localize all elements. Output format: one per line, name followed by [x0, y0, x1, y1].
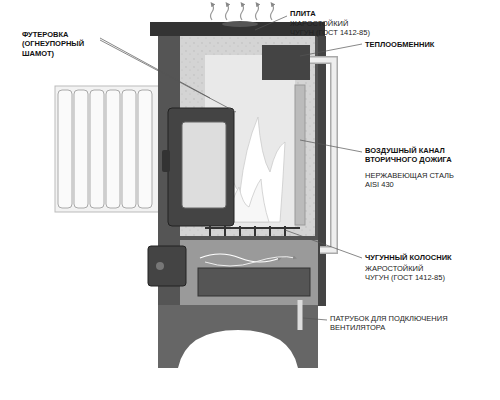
ash-pan — [156, 262, 164, 270]
leader-line — [285, 230, 362, 258]
grate — [284, 226, 286, 236]
ash-pan — [205, 257, 295, 266]
radiator — [122, 90, 136, 208]
callout-label: ЖАРОСТОЙКИЙ ЧУГУН (ГОСТ 1412-85) — [365, 264, 447, 283]
radiator — [138, 90, 152, 208]
grate — [209, 226, 211, 236]
radiator — [55, 86, 165, 212]
radiator — [106, 90, 120, 208]
base-legs — [158, 305, 318, 368]
leader-line — [300, 44, 362, 56]
grate — [224, 226, 226, 236]
base-legs — [158, 300, 318, 368]
heat-waves — [271, 4, 274, 20]
radiator — [58, 90, 72, 208]
stove-body — [295, 85, 305, 225]
fire-door — [168, 108, 234, 226]
stove-body — [222, 21, 258, 27]
grate — [254, 226, 256, 236]
ash-pan — [148, 240, 318, 305]
fire-door — [182, 122, 226, 208]
fire-door — [162, 108, 234, 226]
stove-body — [318, 36, 326, 306]
heat-waves — [256, 4, 259, 20]
heat-waves — [211, 4, 274, 20]
heat-exchanger — [310, 60, 334, 250]
leader-line — [100, 16, 362, 320]
leader-line — [100, 40, 236, 112]
heat-waves — [241, 4, 244, 20]
heat-exchanger — [310, 60, 334, 250]
callout-label: ФУТЕРОВКА (ОГНЕУПОРНЫЙ ШАМОТ) — [22, 30, 100, 58]
heat-exchanger — [262, 45, 334, 250]
stove-body — [180, 36, 315, 236]
callout-label: ТЕПЛООБМЕННИК — [365, 40, 455, 49]
callout-label: ЧУГУННЫЙ КОЛОСНИК — [365, 253, 465, 262]
callout-label: ВОЗДУШНЫЙ КАНАЛ ВТОРИЧНОГО ДОЖИГА — [365, 146, 475, 165]
fire-door — [162, 150, 170, 172]
callout-label: НЕРЖАВЕЮЩАЯ СТАЛЬ AISI 430 — [365, 171, 460, 190]
ash-pan — [148, 246, 186, 286]
leader-line — [303, 318, 327, 320]
radiator — [55, 86, 165, 212]
leader-line — [100, 38, 210, 98]
radiator — [74, 90, 88, 208]
ash-pan — [198, 268, 310, 296]
ash-pan — [180, 240, 318, 305]
heat-waves — [211, 4, 214, 20]
leader-line — [300, 140, 362, 152]
grate — [239, 226, 241, 236]
callout-label: ПАТРУБОК ДЛЯ ПОДКЛЮЧЕНИЯ ВЕНТИЛЯТОРА — [330, 314, 448, 333]
heat-waves — [226, 4, 229, 20]
callout-label: ПЛИТА — [290, 9, 350, 18]
base-legs — [298, 300, 303, 330]
callout-label: ЖАРОСТОЙКИЙ ЧУГУН (ГОСТ 1412-85) — [290, 19, 372, 38]
grate — [205, 226, 300, 236]
leader-line — [255, 16, 287, 30]
radiator — [90, 90, 104, 208]
heat-exchanger — [262, 45, 310, 80]
grate — [269, 226, 271, 236]
